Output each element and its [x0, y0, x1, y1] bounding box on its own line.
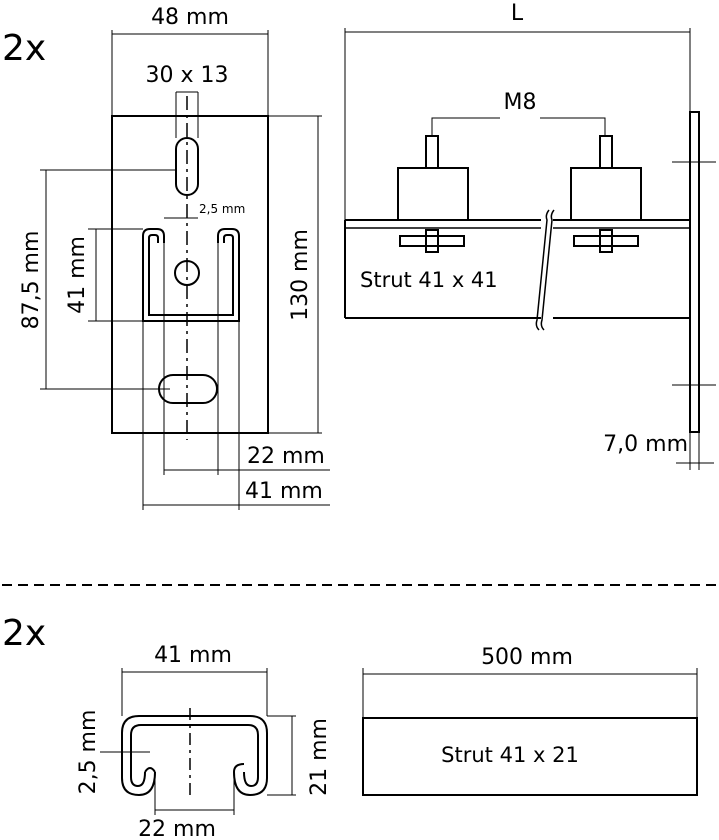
channel-thickness-label: 2,5 mm [199, 202, 245, 216]
bar-outline [362, 717, 698, 796]
washer-2 [573, 235, 639, 247]
bar-length-label: 500 mm [481, 645, 573, 670]
break-mark-left [535, 209, 550, 331]
profile-inner [130, 724, 259, 788]
bolt-shank-1 [425, 135, 439, 169]
break-mark-right [540, 209, 555, 331]
bolt-tail-2 [599, 229, 613, 253]
top-quantity-label: 2x [2, 28, 46, 69]
bolt-tail-1 [425, 229, 439, 253]
nut-2 [570, 167, 642, 221]
bar-strut-label: Strut 41 x 21 [441, 743, 579, 767]
profile-opening-label: 22 mm [138, 817, 216, 840]
slot-size-label: 30 x 13 [146, 63, 229, 88]
top-slot [175, 137, 199, 196]
profile-thickness-label: 2,5 mm [76, 710, 101, 795]
strut-bar-view: 500 mm Strut 41 x 21 [362, 645, 698, 796]
plate-height-label: 130 mm [288, 229, 313, 321]
plate-outline [111, 115, 269, 434]
channel-outline-inner [148, 234, 234, 316]
hole-spacing-label: 87,5 mm [19, 231, 44, 330]
channel-height-label: 41 mm [65, 236, 90, 314]
bolt-leader-left [431, 117, 500, 136]
end-plate [689, 111, 700, 433]
bracket-plate-front-view [111, 96, 269, 440]
strut-profile-cross-section: 41 mm 2,5 mm 21 mm 22 mm [76, 643, 332, 840]
length-label: L [511, 1, 524, 26]
bracket-side-view: L M8 Strut 41 x 41 7,0 mm [344, 1, 716, 470]
bolt-shank-2 [599, 135, 613, 169]
profile-height-label: 21 mm [307, 718, 332, 796]
bolt-size-label: M8 [504, 90, 537, 115]
center-hole [174, 260, 200, 286]
channel-outline-outer [142, 228, 240, 322]
profile-lip-left [144, 767, 156, 773]
bolt-leader-right [540, 117, 606, 136]
bottom-quantity-label: 2x [2, 613, 46, 654]
nut-1 [397, 167, 469, 221]
slot-opening-label: 22 mm [247, 444, 325, 469]
plate-width-label: 48 mm [151, 5, 229, 30]
profile-width-label: 41 mm [154, 643, 232, 668]
plate-thickness-label: 7,0 mm [603, 432, 688, 457]
channel-width-label: 41 mm [245, 479, 323, 504]
washer-1 [399, 235, 465, 247]
plate-dimensions: 48 mm 30 x 13 2,5 mm 130 mm 87,5 mm 41 m… [19, 5, 330, 510]
strut-size-label: Strut 41 x 41 [360, 268, 498, 292]
